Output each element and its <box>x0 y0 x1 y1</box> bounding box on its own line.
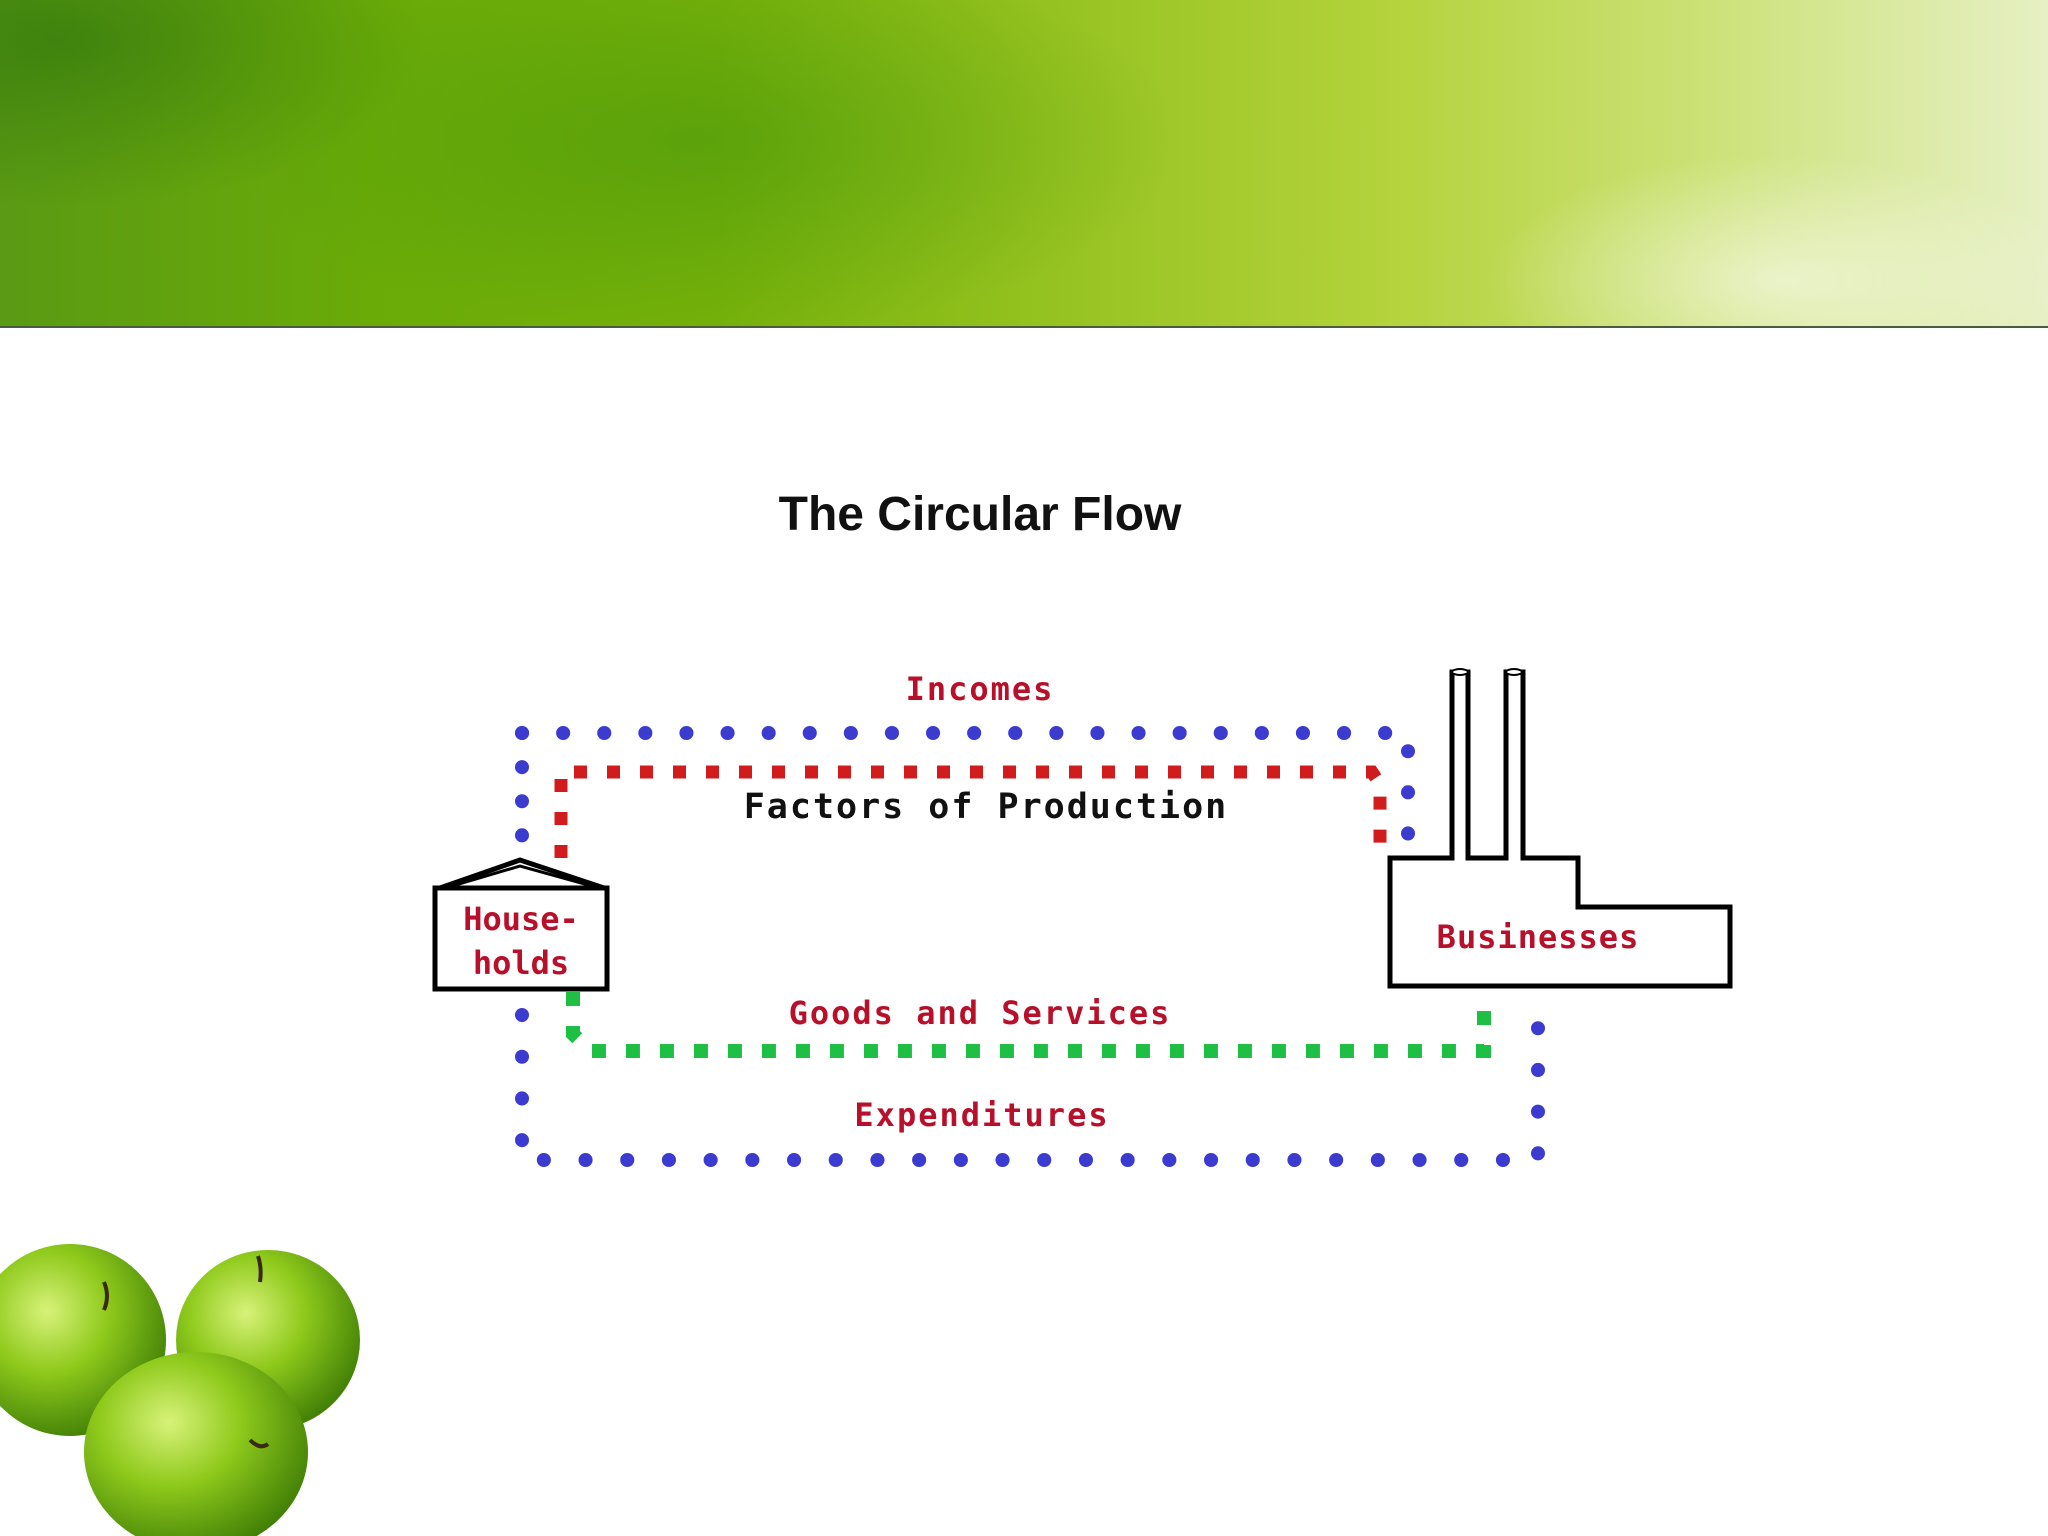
house-roof-inner <box>451 864 593 888</box>
businesses-label: Businesses <box>1437 918 1640 956</box>
header-banner <box>0 0 2048 328</box>
businesses-node: Businesses <box>1387 668 1733 989</box>
expenditures-label: Expenditures <box>854 1096 1109 1134</box>
expenditures-flow-path <box>515 1008 1545 1167</box>
chimney-top-left <box>1451 668 1469 676</box>
incomes-label: Incomes <box>906 670 1055 708</box>
chimney-top-right <box>1505 668 1523 676</box>
factors-of-production-flow-path <box>554 765 1387 858</box>
households-label-line1: House- <box>463 900 579 938</box>
apples-image <box>0 1244 360 1536</box>
apple-front <box>84 1352 308 1536</box>
households-box <box>432 885 610 992</box>
households-label-line2: holds <box>473 944 569 982</box>
page-title: The Circular Flow <box>779 488 1182 541</box>
households-node: House- holds <box>432 857 610 992</box>
house-icon <box>439 857 605 891</box>
factors-of-production-label: Factors of Production <box>744 787 1229 827</box>
goods-and-services-label: Goods and Services <box>789 994 1172 1032</box>
